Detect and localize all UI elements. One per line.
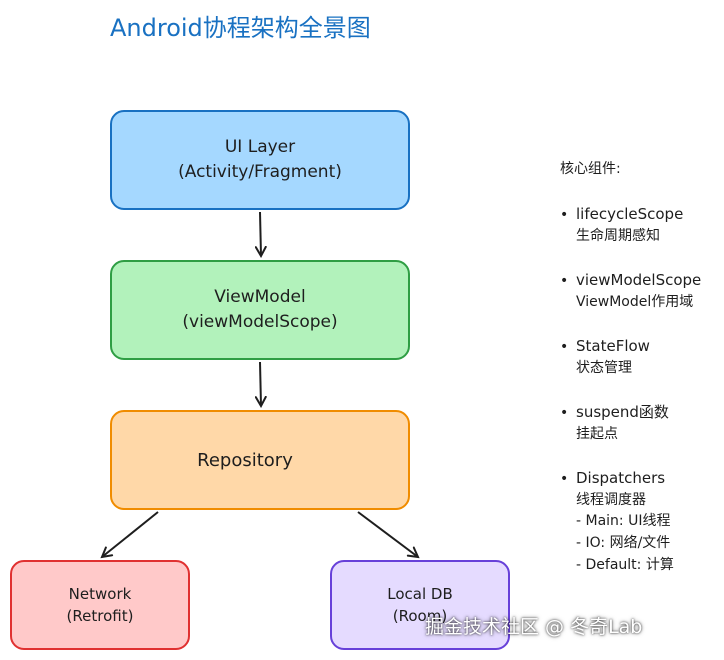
network-label: Network	[68, 585, 132, 603]
component-item: • suspend函数 挂起点	[560, 402, 724, 444]
bullet-icon: •	[560, 405, 569, 421]
arrow-repository-to-network	[102, 511, 159, 557]
repository-box: Repository	[110, 410, 410, 510]
component-item: • Dispatchers 线程调度器 - Main: UI线程 - IO: 网络…	[560, 468, 724, 576]
bullet-icon: •	[560, 273, 569, 289]
viewmodel-box: ViewModel (viewModelScope)	[110, 260, 410, 360]
component-desc: 线程调度器	[576, 492, 646, 508]
component-name: viewModelScope	[576, 271, 702, 289]
component-item: • viewModelScope ViewModel作用域	[560, 270, 724, 312]
bullet-icon: •	[560, 207, 569, 223]
bullet-icon: •	[560, 471, 569, 487]
viewmodel-sublabel: (viewModelScope)	[182, 312, 338, 332]
repository-label: Repository	[197, 449, 293, 471]
component-desc: 挂起点	[576, 426, 618, 442]
arrow-viewmodel-to-repository	[260, 361, 261, 406]
viewmodel-label: ViewModel	[214, 287, 306, 307]
bullet-icon: •	[560, 339, 569, 355]
core-components-panel: 核心组件: • lifecycleScope 生命周期感知 • viewModelS…	[560, 158, 724, 576]
component-name: StateFlow	[576, 337, 650, 355]
network-sublabel: (Retrofit)	[66, 607, 134, 625]
local-db-label: Local DB	[387, 585, 453, 603]
dispatcher-main: - Main: UI线程	[576, 513, 671, 529]
diagram-title: Android协程架构全景图	[110, 14, 371, 42]
dispatcher-default: - Default: 计算	[576, 557, 674, 573]
watermark: 掘金技术社区 @ 冬奇Lab	[425, 616, 643, 638]
local-db-box: Local DB (Room)	[330, 560, 510, 650]
component-desc: ViewModel作用域	[576, 294, 694, 310]
component-name: lifecycleScope	[576, 205, 684, 223]
local-db-sublabel: (Room)	[392, 607, 448, 625]
arrow-ui-to-viewmodel	[260, 211, 261, 256]
arrow-repository-to-localdb	[357, 511, 418, 557]
network-box: Network (Retrofit)	[10, 560, 190, 650]
ui-layer-sublabel: (Activity/Fragment)	[178, 162, 342, 182]
component-name: suspend函数	[576, 403, 669, 421]
component-desc: 生命周期感知	[576, 228, 660, 244]
ui-layer-label: UI Layer	[224, 137, 296, 157]
ui-layer-box: UI Layer (Activity/Fragment)	[110, 110, 410, 210]
component-name: Dispatchers	[576, 469, 666, 487]
component-item: • StateFlow 状态管理	[560, 336, 724, 378]
component-desc: 状态管理	[576, 360, 632, 376]
dispatcher-io: - IO: 网络/文件	[576, 535, 671, 551]
core-components-title: 核心组件:	[560, 161, 621, 177]
component-item: • lifecycleScope 生命周期感知	[560, 204, 724, 246]
